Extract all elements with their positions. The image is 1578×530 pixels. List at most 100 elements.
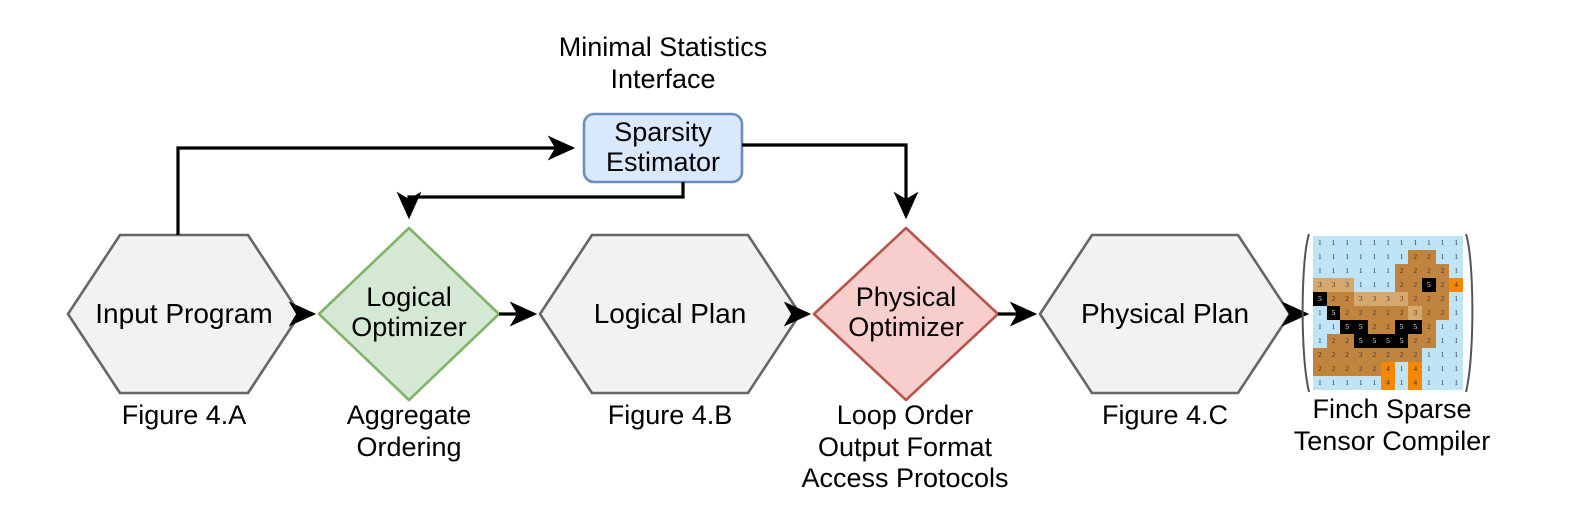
caption-logical-optimizer: Aggregate Ordering [346,400,472,462]
matrix-cell: 1 [1381,250,1395,264]
matrix-cell: 1 [1449,250,1463,264]
matrix-cell: 1 [1381,278,1395,292]
matrix-cell: 2 [1435,264,1450,278]
matrix-cell: 1 [1313,306,1327,320]
matrix-cell: 1 [1367,250,1382,264]
matrix-cell: 1 [1435,334,1450,348]
matrix-cell: 1 [1381,236,1395,250]
matrix-cell: 2 [1367,362,1382,376]
matrix-cell: 5 [1340,320,1354,334]
matrix-cell: 5 [1353,334,1368,348]
matrix-cell: 5 [1326,306,1341,320]
matrix-cell: 2 [1326,348,1341,362]
matrix-cell: 1 [1326,236,1341,250]
matrix-cell: 2 [1381,348,1395,362]
caption-input-program: Figure 4.A [121,400,247,430]
matrix-cell: 1 [1449,292,1463,306]
caption-physical-plan: Figure 4.C [1101,400,1229,430]
matrix-cell: 2 [1367,306,1382,320]
node-logical-plan-shape[interactable] [538,233,802,395]
node-physical-optimizer-shape[interactable] [812,226,1000,402]
matrix-cell: 1 [1340,250,1354,264]
matrix-cell: 2 [1353,348,1368,362]
matrix-cell: 2 [1422,334,1436,348]
matrix-cell: 2 [1408,292,1423,306]
matrix-cell: 2 [1408,278,1423,292]
matrix-cell: 2 [1340,292,1354,306]
matrix-cell: 2 [1435,306,1450,320]
node-input-program-shape[interactable] [66,233,302,395]
matrix-cell: 2 [1340,348,1354,362]
caption-logical-plan: Figure 4.B [607,400,733,430]
matrix-cell: 2 [1340,334,1354,348]
matrix-cell: 1 [1313,376,1327,390]
matrix-cell: 1 [1353,236,1368,250]
node-sparsity-estimator-shape[interactable] [582,112,744,184]
matrix-cell: 1 [1313,250,1327,264]
matrix-cell: 3 [1408,306,1423,320]
matrix-cell: 2 [1435,278,1450,292]
matrix-cell: 1 [1422,348,1436,362]
matrix-cell: 1 [1422,236,1436,250]
matrix-cell: 5 [1313,292,1327,306]
matrix-cell: 3 [1394,292,1409,306]
matrix-cell: 2 [1313,362,1327,376]
matrix-cell: 1 [1408,236,1423,250]
matrix-cell: 1 [1313,236,1327,250]
matrix-cell: 1 [1353,376,1368,390]
matrix-cell: 3 [1367,292,1382,306]
matrix-cell: 2 [1326,292,1341,306]
matrix-cell: 1 [1353,278,1368,292]
matrix-cell: 5 [1353,320,1368,334]
node-logical-optimizer-shape[interactable] [317,226,501,402]
matrix-cell: 1 [1381,264,1395,278]
matrix-cell: 5 [1408,320,1423,334]
matrix-cell: 5 [1394,320,1409,334]
matrix-cell: 4 [1381,362,1395,376]
matrix-cell: 1 [1449,306,1463,320]
matrix-cell: 2 [1381,306,1395,320]
matrix-cell: 2 [1353,362,1368,376]
matrix-cell: 1 [1449,264,1463,278]
matrix-cell: 1 [1449,362,1463,376]
edge-sparsity-estimator-to-physical-optimizer [742,143,919,220]
matrix-cell: 1 [1394,236,1409,250]
matrix-cell: 1 [1435,348,1450,362]
matrix-cell: 1 [1367,278,1382,292]
matrix-cell: 1 [1435,236,1450,250]
matrix-cell: 2 [1394,278,1409,292]
matrix-cell: 1 [1449,348,1463,362]
matrix-cell: 4 [1408,376,1423,390]
matrix-cell: 5 [1422,278,1436,292]
matrix-cell: 1 [1326,320,1341,334]
matrix-cell: 2 [1408,250,1423,264]
matrix-cell: 1 [1313,320,1327,334]
caption-physical-optimizer: Loop Order Output Format Access Protocol… [801,400,1009,494]
matrix-cell: 2 [1408,334,1423,348]
matrix-cell: 4 [1381,376,1395,390]
matrix-cell: 2 [1326,334,1341,348]
matrix-cell: 3 [1326,278,1341,292]
matrix-cell: 1 [1449,236,1463,250]
matrix-cell: 3 [1340,278,1354,292]
matrix-cell: 2 [1367,320,1382,334]
node-physical-plan-shape[interactable] [1038,233,1292,395]
matrix-cell: 1 [1435,376,1450,390]
matrix-cell: 3 [1381,292,1395,306]
matrix-cell: 5 [1367,334,1382,348]
matrix-cell: 5 [1381,334,1395,348]
matrix-cell: 1 [1435,320,1450,334]
matrix-cell: 2 [1435,292,1450,306]
matrix-cell: 1 [1326,250,1341,264]
minimal-statistics-interface-title: Minimal Statistics Interface [558,32,768,94]
matrix-cell: 2 [1394,348,1409,362]
matrix-cell: 3 [1313,278,1327,292]
matrix-cell: 1 [1394,362,1409,376]
matrix-cell: 1 [1422,376,1436,390]
matrix-cell: 1 [1326,376,1341,390]
matrix-cell: 1 [1340,264,1354,278]
matrix-cell: 1 [1449,376,1463,390]
matrix-cell: 2 [1394,306,1409,320]
